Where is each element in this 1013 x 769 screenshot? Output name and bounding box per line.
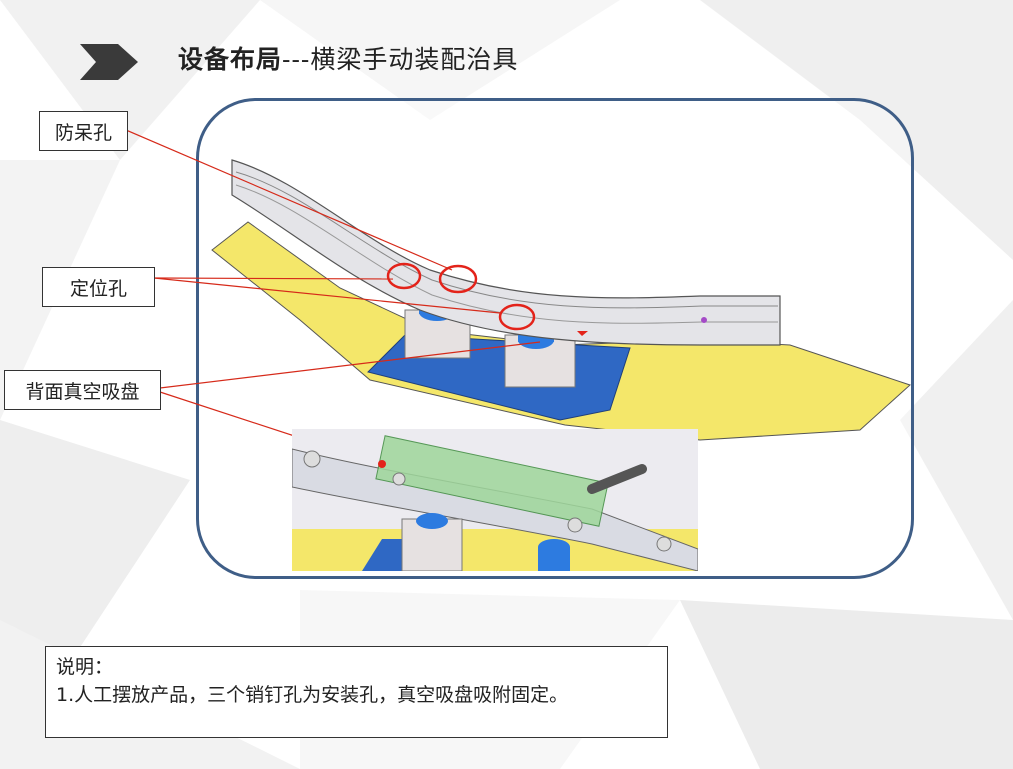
page-title: 设备布局---横梁手动装配治具 — [178, 40, 518, 76]
marker-circle-1 — [386, 262, 422, 290]
chevron-right-icon — [80, 44, 138, 80]
callout-vacuum-cup: 背面真空吸盘 — [4, 370, 161, 410]
marker-circle-3 — [498, 303, 536, 331]
title-bold: 设备布局 — [178, 45, 283, 74]
callout-foolproof-hole: 防呆孔 — [39, 111, 128, 151]
title-rest: ---横梁手动装配治具 — [282, 45, 519, 74]
marker-circle-2 — [438, 264, 478, 294]
callout-locating-hole: 定位孔 — [42, 267, 155, 307]
note-line-1: 1.人工摆放产品，三个销钉孔为安装孔，真空吸盘吸附固定。 — [56, 684, 569, 706]
inset-detail-view — [292, 429, 698, 571]
note-box: 说明： 1.人工摆放产品，三个销钉孔为安装孔，真空吸盘吸附固定。 — [45, 646, 668, 738]
note-heading: 说明： — [56, 656, 114, 678]
